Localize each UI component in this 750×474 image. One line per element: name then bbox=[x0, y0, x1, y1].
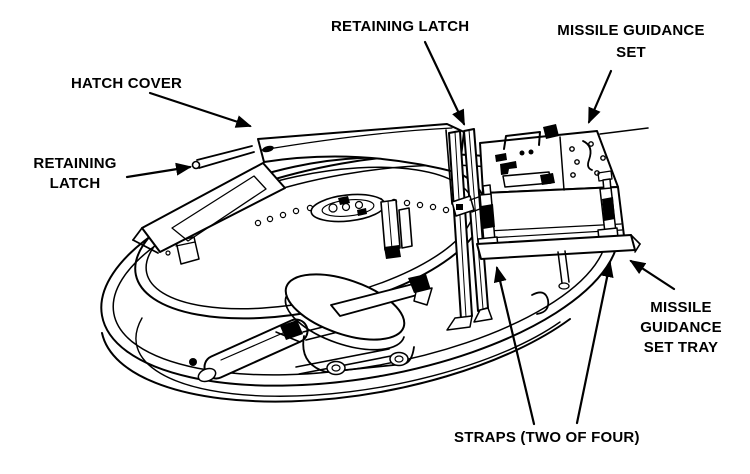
label-retaining-latch-top: RETAINING LATCH bbox=[331, 18, 470, 35]
guide-rails bbox=[446, 128, 493, 331]
knob-circles bbox=[569, 141, 606, 178]
label-line: MISSILE bbox=[650, 299, 712, 316]
missile-guidance-set-drawing bbox=[477, 124, 649, 250]
drum-assembly bbox=[275, 273, 433, 376]
label-missile-guidance-set-tray: MISSILE GUIDANCE SET TRAY bbox=[632, 298, 730, 358]
label-line: SET TRAY bbox=[643, 339, 719, 356]
label-line: LATCH bbox=[49, 175, 101, 192]
hatch-cover-drawing bbox=[191, 123, 465, 205]
label-line: GUIDANCE bbox=[640, 319, 722, 336]
leader-retaining-latch-top bbox=[423, 40, 466, 126]
label-line: MISSILE GUIDANCE bbox=[557, 22, 705, 39]
guidance-set-tray-drawing bbox=[476, 234, 641, 315]
label-missile-guidance-set: MISSILE GUIDANCE SET bbox=[547, 20, 715, 64]
label-retaining-latch-left: RETAINING LATCH bbox=[22, 154, 128, 194]
leader-strap-left bbox=[493, 266, 536, 426]
leader-hatch-cover bbox=[148, 91, 252, 128]
leader-strap-right bbox=[575, 261, 614, 425]
label-line: SET bbox=[616, 44, 646, 61]
label-straps: STRAPS (TWO OF FOUR) bbox=[454, 429, 640, 446]
label-hatch-cover: HATCH COVER bbox=[71, 75, 183, 92]
latch-bracket bbox=[132, 162, 286, 254]
leader-retaining-latch-left bbox=[125, 162, 192, 179]
leader-missile-guidance-set bbox=[587, 69, 613, 124]
central-mechanism bbox=[310, 193, 413, 259]
label-line: RETAINING bbox=[33, 155, 117, 172]
leader-guidance-set-tray bbox=[629, 259, 676, 291]
leader-arrows bbox=[125, 40, 676, 426]
